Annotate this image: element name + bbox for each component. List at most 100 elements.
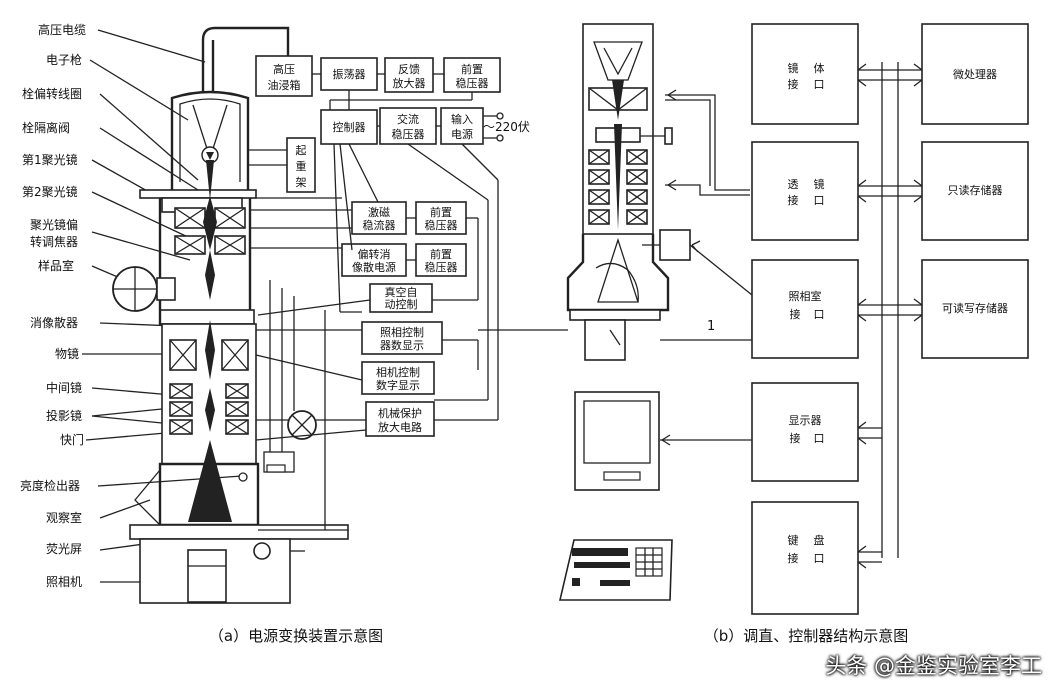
box-lens-if-l4: 口 [814,194,825,207]
label-gun-isolation-valve: 栓隔离阀 [22,120,70,135]
box-lens-if-l3: 接 [788,194,799,207]
box-camera-display-l1: 相机控制 [376,365,420,379]
label-specimen-chamber: 样品室 [38,258,74,273]
box-oscillator-l1: 振荡器 [333,67,366,81]
label-projector: 投影镜 [46,408,82,423]
box-preamp-reg [443,57,501,93]
label-camera: 照相机 [46,575,82,589]
box-display-if-l3: 口 [814,432,825,445]
box-lift-l2: 重 [296,159,307,173]
box-camera-if [751,259,859,359]
label-condenser-deflect: 聚光镜偏 [30,217,78,232]
box-cpu [921,23,1029,125]
box-front-reg-2-l1: 前置 [430,247,452,261]
watermark-text: 头条 @金鉴实验室李工 [825,654,1042,678]
label-stigmator: 消像散器 [30,315,78,330]
box-lens-if-l1: 透 [788,178,799,191]
box-rom-label: 只读存储器 [948,183,1003,197]
label-objective: 物镜 [55,346,79,361]
label-shutter: 快门 [60,432,84,447]
box-excitation-reg [351,201,407,235]
box-display-if [751,382,859,482]
box-camera-display [361,361,435,395]
box-preamp-reg-l2: 稳压器 [456,76,489,90]
box-hv-tank [255,55,313,97]
box-vacuum-l1: 真空自 [385,285,418,299]
box-lens-if [751,141,859,241]
box-deflect-supply-l2: 像散电源 [352,260,396,274]
box-ac-reg-l2: 稳压器 [392,127,425,141]
box-mirror-if-l4: 口 [814,78,825,91]
box-camera-if-l3: 口 [814,308,825,321]
box-excitation-reg-l2: 稳流器 [363,218,396,232]
label-hv-cable: 高压电缆 [38,22,86,37]
box-feedback-amp-l2: 放大器 [393,76,426,90]
box-mirror-if [751,23,859,125]
box-lens-if-l2: 镜 [814,177,825,191]
microscope-column [112,26,349,604]
box-display-if-l2: 接 [790,432,801,445]
box-preamp-reg-l1: 前置 [461,62,483,76]
box-camera-ctrl-l1: 照相控制 [380,325,424,339]
box-ram-label: 可读写存储器 [942,301,1008,315]
box-mech-protect-l1: 机械保护 [378,406,422,420]
box-keyboard-if [751,501,859,615]
box-hv-tank-l2: 油浸箱 [268,78,301,92]
caption-b: （b）调直、控制器结构示意图 [704,627,909,645]
label-focus-adjust: 转调焦器 [30,234,78,249]
box-ac-reg-l1: 交流 [397,112,419,126]
box-mirror-if-l1: 镜 [788,61,799,75]
box-camera-if-l2: 接 [790,308,801,321]
label-intermediate: 中间镜 [46,380,82,395]
box-keyboard-if-l4: 口 [814,552,825,565]
microscope-b: 1 [566,23,715,361]
box-rom [921,141,1029,241]
label-brightness-detector: 亮度检出器 [20,478,80,493]
box-feedback-amp [384,57,434,93]
label-gun-deflect-coil: 栓偏转线圈 [22,86,82,101]
box-cpu-label: 微处理器 [953,67,997,81]
control-boxes-a: 高压 油浸箱 振荡器 反馈 放大器 前置 稳压器 控制器 交流 稳压器 输入 电… [255,55,530,437]
box-input-power-l1: 输入 [451,112,473,126]
arrows-b [660,89,753,446]
left-labels: 高压电缆 电子枪 栓偏转线圈 栓隔离阀 第1聚光镜 第2聚光镜 聚光镜偏 转调焦… [20,22,86,589]
label-screen: 荧光屏 [46,542,82,556]
box-vacuum [369,283,433,313]
box-lift [286,137,316,193]
box-input-power-l2: 电源 [451,127,473,141]
box-camera-ctrl [361,321,443,355]
box-deflect-supply-l1: 偏转消 [358,247,391,261]
connectors-a [248,73,568,552]
box-camera-display-l2: 数字显示 [376,378,420,392]
marker-1: 1 [707,319,715,334]
box-ram [921,259,1029,359]
box-controller-l1: 控制器 [333,120,366,134]
box-camera-ctrl-l2: 器数显示 [380,339,424,352]
box-feedback-amp-l1: 反馈 [398,63,420,76]
box-mech-protect-l2: 放大电路 [378,420,422,434]
box-mirror-if-l3: 接 [788,78,799,91]
box-lift-l3: 架 [296,176,307,189]
box-front-reg-2-l2: 稳压器 [425,260,458,274]
caption-a: （a）电源变换装置示意图 [209,627,383,645]
box-front-reg-2 [415,243,467,277]
box-hv-tank-l1: 高压 [273,62,295,76]
box-keyboard-if-l2: 盘 [814,533,825,547]
box-mech-protect [365,401,435,437]
box-controller [320,109,378,145]
box-display-if-l1: 显示器 [789,414,822,427]
interfaces-b: 镜 体 接 口 透 镜 接 口 照相室 接 口 显示器 接 口 键 盘 接 口 … [751,23,1029,615]
box-mirror-if-l2: 体 [814,61,825,75]
box-excitation-reg-l1: 激磁 [368,205,390,219]
box-input-power [440,107,484,145]
box-camera-if-l1: 照相室 [789,289,822,303]
keyboard [558,539,673,601]
box-front-reg-1-l2: 稳压器 [425,218,458,232]
box-keyboard-if-l3: 接 [788,552,799,565]
box-vacuum-l2: 动控制 [385,297,418,311]
label-viewing-chamber: 观察室 [46,510,82,525]
voltage-label: ～220伏 [483,120,530,134]
box-front-reg-1-l1: 前置 [430,205,452,219]
